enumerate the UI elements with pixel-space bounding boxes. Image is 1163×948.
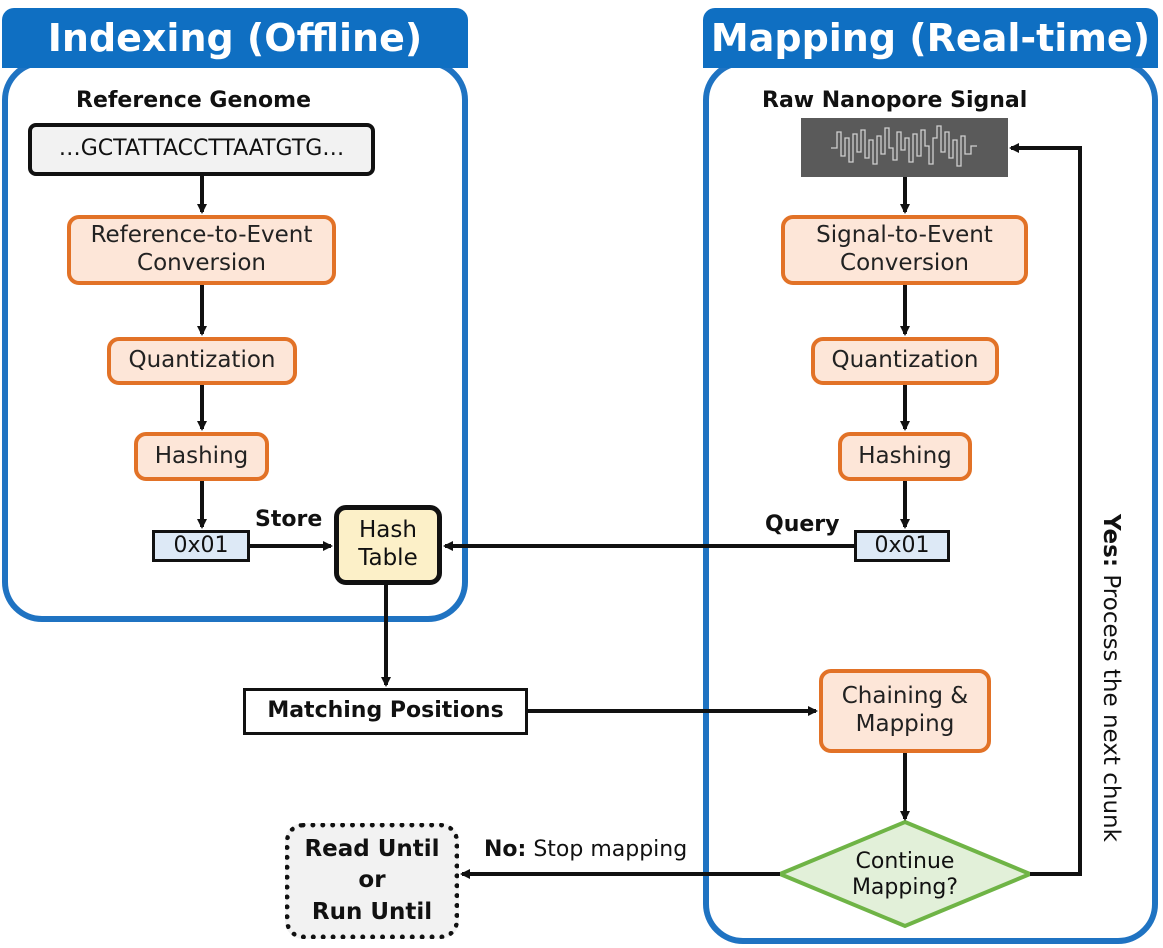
- nanopore-signal-icon: [801, 118, 1008, 177]
- indexing-title: Indexing (Offline): [2, 8, 468, 68]
- hash-table: Hash Table: [334, 505, 442, 585]
- continue-mapping-label: Continue Mapping?: [851, 848, 959, 900]
- read-until-terminal: Read Until or Run Until: [285, 823, 459, 939]
- reference-to-event-conversion: Reference-to-Event Conversion: [67, 215, 336, 285]
- signal-to-event-conversion: Signal-to-Event Conversion: [781, 215, 1028, 285]
- chaining-and-mapping: Chaining & Mapping: [819, 669, 991, 753]
- continue-mapping-decision: [775, 819, 1035, 929]
- indexing-hashing: Hashing: [134, 432, 269, 481]
- mapping-quantization: Quantization: [811, 337, 999, 385]
- reference-genome-label: Reference Genome: [76, 88, 312, 113]
- indexing-quantization: Quantization: [107, 337, 297, 385]
- mapping-title: Mapping (Real-time): [703, 8, 1158, 68]
- raw-signal-label: Raw Nanopore Signal: [762, 88, 1028, 113]
- query-label: Query: [765, 512, 840, 537]
- no-text: Stop mapping: [533, 837, 688, 862]
- matching-positions: Matching Positions: [243, 688, 528, 735]
- no-branch-label: No: Stop mapping: [484, 837, 687, 862]
- reference-sequence: …GCTATTACCTTAATGTG…: [28, 123, 375, 176]
- indexing-hash-value: 0x01: [152, 530, 250, 562]
- mapping-hashing: Hashing: [838, 432, 972, 481]
- no-prefix: No:: [484, 837, 527, 862]
- mapping-hash-value: 0x01: [854, 530, 950, 562]
- store-label: Store: [255, 507, 323, 532]
